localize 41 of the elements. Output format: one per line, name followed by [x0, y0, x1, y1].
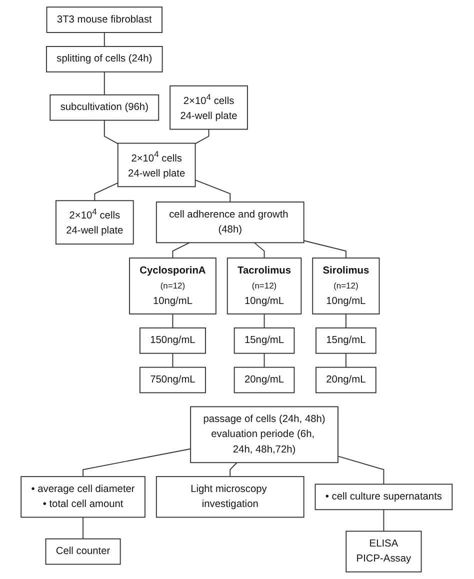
node-box: passage of cells (24h, 48h) evaluation periode (6h, 24h, 48h,72h)	[190, 406, 339, 464]
node-box: Tacrolimus (n=12) 10ng/mL	[227, 258, 302, 314]
node-box: Cell counter	[46, 538, 122, 565]
connector	[195, 128, 210, 144]
connector	[346, 313, 347, 328]
connector	[338, 456, 385, 485]
connector	[346, 352, 347, 368]
node-box: • average cell diameter • total cell amount	[20, 476, 146, 518]
connector	[254, 242, 266, 259]
node-box: cell adherence and growth (48h)	[156, 202, 305, 244]
node-box: 15ng/mL	[234, 327, 296, 354]
node-box: Sirolimus (n=12) 10ng/mL	[312, 258, 380, 314]
connector	[82, 516, 84, 540]
connector	[104, 32, 106, 47]
connector	[94, 182, 119, 202]
node-box: ELISA PICP-Assay	[346, 530, 422, 572]
connector	[304, 240, 347, 259]
node-box: splitting of cells (24h)	[46, 46, 164, 72]
node-box: 20ng/mL	[234, 366, 296, 394]
connector	[172, 352, 174, 368]
node-box: subcultivation (96h)	[50, 94, 160, 121]
node-box: 750ng/mL	[140, 366, 206, 394]
connector	[384, 509, 385, 532]
node-box: 150ng/mL	[140, 327, 206, 354]
node-box: • cell culture supernatants	[315, 484, 454, 510]
connector	[172, 313, 174, 328]
connector	[172, 242, 190, 259]
connector	[82, 448, 192, 478]
node-box: 15ng/mL	[316, 327, 377, 354]
node-box: 20ng/mL	[316, 366, 377, 394]
node-box: 2×10$^{4}$ cells 24-well plate	[118, 142, 196, 188]
node-box: Light microscopy investigation	[156, 476, 305, 518]
node-box: CyclosporinA (n=12) 10ng/mL	[129, 258, 217, 314]
connector	[104, 71, 106, 96]
node-box: 2×10$^{4}$ cells 24-well plate	[56, 200, 134, 245]
connector	[195, 180, 231, 202]
node-box: 3T3 mouse fibroblast	[46, 6, 163, 33]
connector	[264, 313, 266, 328]
connector	[264, 352, 266, 368]
node-box: 2×10$^{4}$ cells 24-well plate	[170, 85, 248, 130]
connector	[230, 462, 238, 478]
